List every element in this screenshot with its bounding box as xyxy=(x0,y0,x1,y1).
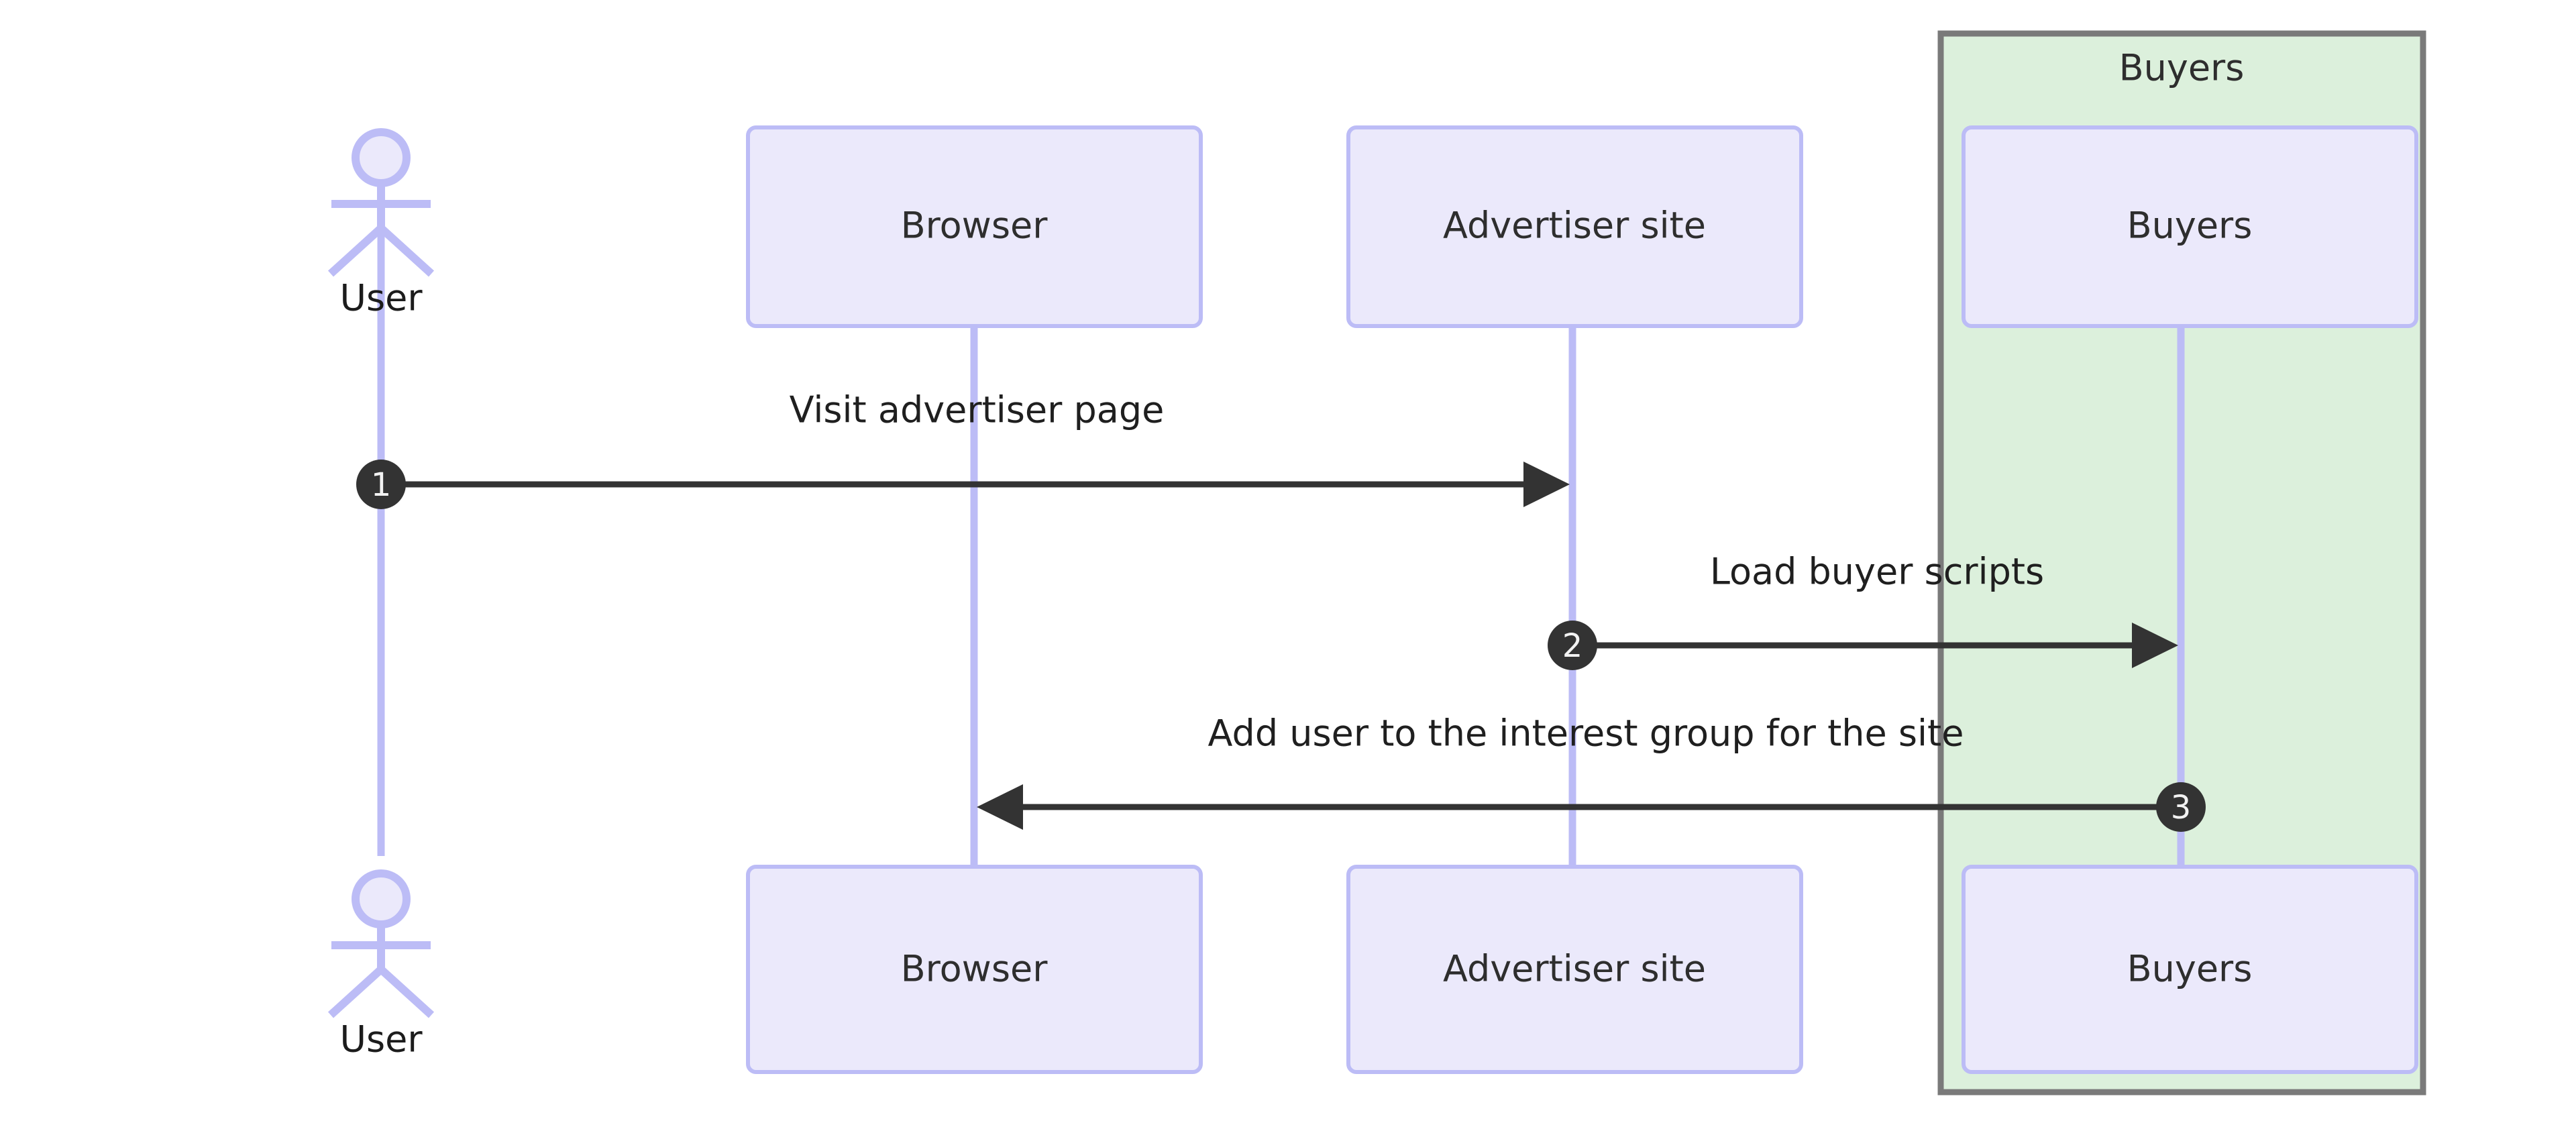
message-sequence-number-2: 2 xyxy=(1562,627,1583,665)
message-label-3: Add user to the interest group for the s… xyxy=(1208,712,1964,755)
participant-box-browser-bottom[interactable] xyxy=(746,865,1203,1074)
group-box-title: Buyers xyxy=(2119,47,2245,89)
message-sequence-badge-2 xyxy=(1548,621,1597,670)
actor-leg-right-icon xyxy=(378,966,435,1018)
message-3[interactable]: Add user to the interest group for the s… xyxy=(977,712,2206,832)
message-label-1: Visit advertiser page xyxy=(790,389,1165,431)
message-sequence-badge-1 xyxy=(356,460,406,509)
message-2[interactable]: Load buyer scripts 2 xyxy=(1548,551,2178,670)
participant-label-buyers-bottom: Buyers xyxy=(2127,948,2253,990)
participant-label-advertiser-site-bottom: Advertiser site xyxy=(1443,948,1706,990)
participant-label-browser-bottom: Browser xyxy=(901,948,1049,990)
message-label-2: Load buyer scripts xyxy=(1710,551,2044,593)
message-sequence-number-3: 3 xyxy=(2171,789,2192,826)
actor-leg-left-icon xyxy=(327,225,384,277)
actor-leg-right-icon xyxy=(378,225,435,277)
participant-label-browser-top: Browser xyxy=(901,205,1049,247)
participant-label-buyers-top: Buyers xyxy=(2127,205,2253,247)
actor-label-user-top: User xyxy=(339,277,423,319)
actor-label-user-bottom: User xyxy=(339,1018,423,1061)
participant-box-advertiser-site-top[interactable] xyxy=(1346,125,1803,328)
message-arrowhead-left-icon xyxy=(977,784,1023,830)
message-1[interactable]: Visit advertiser page 1 xyxy=(356,389,1570,509)
actor-user-top[interactable]: User xyxy=(327,128,435,319)
message-sequence-number-1: 1 xyxy=(371,466,392,504)
participant-box-advertiser-site-bottom[interactable] xyxy=(1346,865,1803,1074)
participant-box-buyers-top[interactable] xyxy=(1962,125,2418,328)
message-arrowhead-right-icon xyxy=(2132,623,2178,668)
actor-leg-left-icon xyxy=(327,966,384,1018)
actor-head-icon xyxy=(352,869,411,928)
message-sequence-badge-3 xyxy=(2156,782,2206,832)
participant-label-advertiser-site-top: Advertiser site xyxy=(1443,205,1706,247)
actor-user-bottom[interactable]: User xyxy=(327,869,435,1061)
participant-box-browser-top[interactable] xyxy=(746,125,1203,328)
participant-box-buyers-bottom[interactable] xyxy=(1962,865,2418,1074)
actor-head-icon xyxy=(352,128,411,187)
message-arrowhead-right-icon xyxy=(1523,462,1570,507)
